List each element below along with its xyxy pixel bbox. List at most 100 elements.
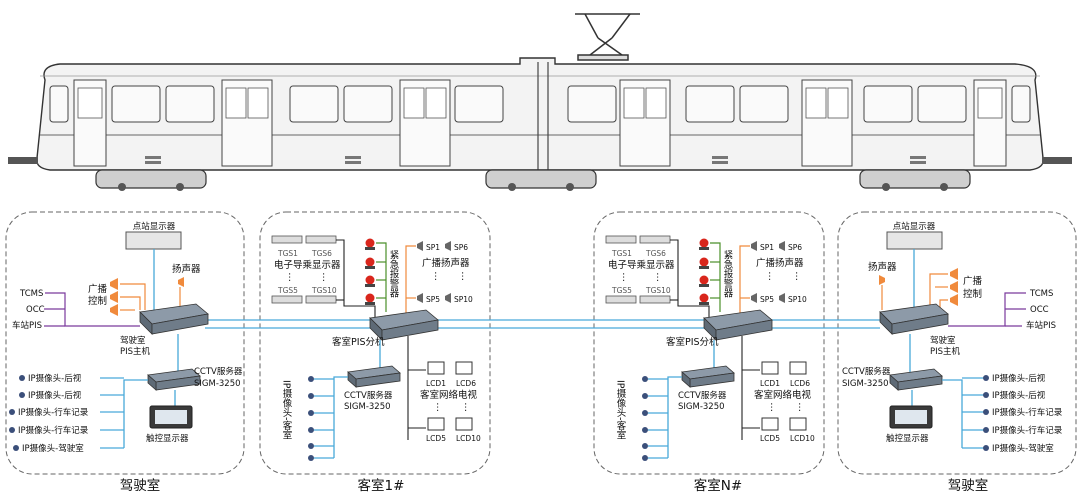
- lcd5-label: LCD5: [426, 434, 446, 443]
- sp6-label-n: SP6: [788, 243, 802, 252]
- tgs1-icon: [271, 235, 303, 244]
- tgs10-icon: [305, 295, 337, 304]
- tgs-dots-1: ⋮: [285, 272, 295, 283]
- pis-branch-device-n: [703, 309, 773, 341]
- cctv-server-label-1-r: CCTV服务器: [842, 366, 891, 377]
- sp5-label: SP5: [426, 295, 440, 304]
- tcms-label-r: TCMS: [1029, 289, 1053, 299]
- station-pis-label: 车站PIS: [12, 320, 42, 331]
- tgs-dots-2-n: ⋮: [653, 272, 663, 283]
- broadcast-speaker-label-n: 广播扬声器: [756, 257, 804, 269]
- cctv-server-label-1-cn: CCTV服务器: [678, 390, 727, 401]
- station-display-icon-r: [886, 231, 943, 250]
- guide-display-label-n: 电子导乘显示器: [608, 259, 675, 271]
- speaker-icon: [178, 277, 184, 287]
- cctv-server-label-2-r: SIGM-3250: [842, 379, 889, 389]
- broadcast-control-label-1-r: 广播: [963, 275, 983, 287]
- speaker-label-r: 扬声器: [868, 261, 897, 273]
- broadcast-control-label-2: 控制: [88, 295, 107, 307]
- camera-icons-c1: [308, 376, 314, 461]
- pis-host-device: [139, 303, 209, 335]
- pis-host-device-r: [879, 303, 949, 335]
- tgs5-icon: [271, 295, 303, 304]
- camera-vertical-label: IP摄像头-客室: [281, 380, 293, 439]
- coupler-right: [1042, 157, 1072, 164]
- station-pis-label-r: 车站PIS: [1026, 320, 1056, 331]
- tgs5-label: TGS5: [277, 286, 298, 295]
- pis-host-label-1-r: 驾驶室: [930, 335, 956, 346]
- pis-branch-label-n: 客室PIS分机: [666, 336, 719, 348]
- tgs1-label: TGS1: [277, 249, 298, 258]
- zone-label-cab-left: 驾驶室: [120, 477, 161, 494]
- sp6-label: SP6: [454, 243, 468, 252]
- tgs5-icon-n: [605, 295, 637, 304]
- tgs1-label-n: TGS1: [611, 249, 632, 258]
- broadcast-control-speakers: [110, 278, 118, 316]
- cctv-server-device-r: [889, 368, 943, 391]
- station-display-label: 点站显示器: [133, 221, 176, 232]
- lcd-dots-2: ⋮: [461, 402, 471, 413]
- station-display-icon: [125, 231, 182, 250]
- tgs6-icon: [305, 235, 337, 244]
- camera-icons-r: [983, 375, 989, 451]
- broadcast-control-label-2-r: 控制: [963, 288, 982, 300]
- lcd6-label-n: LCD6: [790, 379, 810, 388]
- broadcast-control-label-1: 广播: [88, 283, 108, 295]
- lcd10-label-n: LCD10: [790, 434, 815, 443]
- broadcast-speaker-icons: [417, 241, 451, 303]
- tgs5-label-n: TGS5: [611, 286, 632, 295]
- occ-label: OCC: [26, 305, 45, 315]
- zone-car-1: [259, 211, 491, 475]
- pis-host-label-1: 驾驶室: [120, 335, 146, 346]
- lcd5-label-n: LCD5: [760, 434, 780, 443]
- tgs6-icon-n: [639, 235, 671, 244]
- lcd-dots-1: ⋮: [433, 402, 443, 413]
- zone-frames: [5, 211, 1077, 475]
- tgs6-label-n: TGS6: [645, 249, 666, 258]
- tgs10-icon-n: [639, 295, 671, 304]
- cab-left: 点站显示器 广播 控制 扬声器 TCMS OCC 车站PIS 驾驶室 PIS主机: [9, 221, 243, 454]
- cctv-server-label-2-c1: SIGM-3250: [344, 402, 391, 412]
- lcd-icons-c1: [427, 361, 473, 431]
- network-tv-label: 客室网络电视: [420, 389, 478, 401]
- lcd-dots-1-n: ⋮: [767, 402, 777, 413]
- camera-label-5: IP摄像头-驾驶室: [22, 443, 84, 454]
- sp1-label-n: SP1: [760, 243, 774, 252]
- camera-vertical-label-n: IP摄像头-客室: [615, 380, 627, 439]
- broadcast-speaker-label: 广播扬声器: [422, 257, 470, 269]
- pis-host-label-2-r: PIS主机: [930, 346, 961, 357]
- guide-display-label: 电子导乘显示器: [274, 259, 341, 271]
- zone-label-car-n: 客室N#: [694, 477, 742, 494]
- lcd-dots-2-n: ⋮: [795, 402, 805, 413]
- zone-car-n: [593, 211, 825, 475]
- cctv-server-label-1: CCTV服务器: [194, 366, 243, 377]
- sp-dots-1-n: ⋮: [765, 271, 775, 282]
- cctv-server-label-1-c1: CCTV服务器: [344, 390, 393, 401]
- lcd-icons-cn: [761, 361, 807, 431]
- camera-label-2: IP摄像头-后视: [28, 390, 82, 401]
- lcd1-label-n: LCD1: [760, 379, 780, 388]
- sp10-label-n: SP10: [788, 295, 807, 304]
- cab-right: 点站显示器 扬声器 广播 控制 TCMS OCC 车站PIS 驾驶室 PIS主机: [842, 221, 1063, 454]
- tgs1-icon-n: [605, 235, 637, 244]
- cctv-server-label-2-cn: SIGM-3250: [678, 402, 725, 412]
- camera-icons: [9, 375, 25, 451]
- cctv-server-label-2: SIGM-3250: [194, 379, 241, 389]
- tgs6-label: TGS6: [311, 249, 332, 258]
- train-body: [36, 57, 1044, 171]
- sp5-label-n: SP5: [760, 295, 774, 304]
- zone-label-car-1: 客室1#: [358, 477, 405, 494]
- sp-dots-2: ⋮: [458, 271, 468, 282]
- zone-label-cab-right: 驾驶室: [948, 477, 989, 494]
- cctv-server-device: [147, 368, 201, 391]
- station-display-label-r: 点站显示器: [893, 221, 936, 232]
- tgs10-label: TGS10: [311, 286, 337, 295]
- occ-label-r: OCC: [1030, 305, 1049, 315]
- car-1: TGS1 TGS6 电子导乘显示器 ⋮ ⋮ TGS5 TGS10 紧急报警器 S…: [271, 235, 481, 461]
- network-tv-label-n: 客室网络电视: [754, 389, 812, 401]
- emergency-alarm-icons-n: [699, 238, 709, 305]
- camera-label-3-r: IP摄像头-行车记录: [992, 407, 1063, 418]
- camera-label-5-r: IP摄像头-驾驶室: [992, 443, 1054, 454]
- train-illustration: [8, 13, 1072, 191]
- camera-label-1: IP摄像头-后视: [28, 373, 82, 384]
